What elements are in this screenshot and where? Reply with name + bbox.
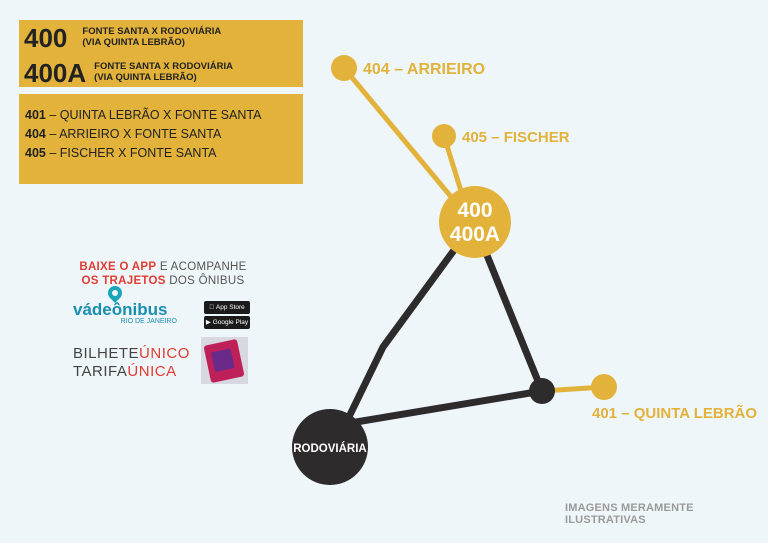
promo-highlight: BAIXE O APP: [79, 261, 157, 273]
route-number: 400A: [24, 58, 87, 88]
rodoviaria-label: RODOVIÁRIA: [293, 442, 366, 455]
google-play-badge[interactable]: ▶ Google Play: [204, 316, 250, 329]
disclaimer-text: IMAGENS MERAMENTE ILUSTRATIVAS: [565, 502, 694, 526]
line-description: – QUINTA LEBRÃO X FONTE SANTA: [45, 108, 262, 122]
route-desc-line1: FONTE SANTA X RODOVIÁRIA: [82, 26, 222, 38]
stop-405-dot: [432, 124, 456, 148]
line-number: 405: [25, 146, 46, 160]
route-desc-line2: (VIA QUINTA LEBRÃO): [94, 72, 197, 83]
tarifa-highlight: ÚNICA: [127, 363, 177, 380]
rodoviaria-circle: [292, 409, 368, 485]
apple-icon: : [209, 304, 214, 311]
legend-main-routes: 400 FONTE SANTA X RODOVIÁRIA (VIA QUINTA…: [19, 20, 303, 87]
line-description: – ARRIEIRO X FONTE SANTA: [45, 127, 222, 141]
tarifa-text: TARIFA: [73, 363, 128, 380]
line-description: – FISCHER X FONTE SANTA: [45, 146, 217, 160]
card-graphic: [203, 338, 245, 384]
bilhete-highlight: ÚNICO: [139, 345, 190, 362]
stop-401-dot: [591, 374, 617, 400]
route-hub-quinta: [478, 241, 546, 393]
legend-line-405: 405 – FISCHER X FONTE SANTA: [25, 144, 303, 163]
stop-401-label: 401 – QUINTA LEBRÃO: [592, 404, 757, 422]
vadeonibus-logo[interactable]: vádeônibus RIO DE JANEIRO: [73, 300, 183, 325]
route-number: 400: [24, 23, 68, 53]
legend-route-400: 400 FONTE SANTA X RODOVIÁRIA (VIA QUINTA…: [24, 25, 221, 51]
app-subtitle: RIO DE JANEIRO: [120, 318, 177, 325]
promo-text: E ACOMPANHE: [156, 261, 247, 273]
app-promo-text: BAIXE O APP E ACOMPANHE OS TRAJETOS DOS …: [73, 260, 253, 288]
app-store-badge[interactable]:  App Store: [204, 301, 250, 314]
play-icon: ▶: [205, 319, 211, 326]
junction-quinta-dot: [529, 378, 555, 404]
route-hub-rodoviaria: [341, 239, 463, 427]
route-description: FONTE SANTA X RODOVIÁRIA (VIA QUINTA LEB…: [94, 61, 233, 84]
stop-404-dot: [331, 55, 357, 81]
route-description: FONTE SANTA X RODOVIÁRIA (VIA QUINTA LEB…: [82, 26, 222, 49]
hub-400-circle: [439, 186, 511, 258]
route-desc-line1: FONTE SANTA X RODOVIÁRIA: [94, 61, 233, 73]
legend-branch-routes: 401 – QUINTA LEBRÃO X FONTE SANTA 404 – …: [19, 94, 303, 184]
hub-label-400a: 400A: [450, 223, 500, 246]
line-number: 404: [25, 127, 46, 141]
route-quinta-rodoviaria: [349, 387, 543, 427]
legend-route-400a: 400A FONTE SANTA X RODOVIÁRIA (VIA QUINT…: [24, 60, 233, 86]
legend-line-401: 401 – QUINTA LEBRÃO X FONTE SANTA: [25, 106, 303, 125]
stop-405-label: 405 – FISCHER: [462, 129, 570, 146]
bilhete-card-image: [201, 337, 248, 384]
bilhete-unico-logo: BILHETEÚNICO TARIFAÚNICA: [73, 345, 190, 381]
stop-404-label: 404 – ARRIEIRO: [363, 61, 485, 78]
app-store-label: App Store: [212, 304, 245, 311]
promo-text: DOS ÔNIBUS: [165, 275, 245, 287]
bilhete-text: BILHETE: [73, 345, 140, 362]
route-desc-line2: (VIA QUINTA LEBRÃO): [82, 37, 185, 48]
legend-line-404: 404 – ARRIEIRO X FONTE SANTA: [25, 125, 303, 144]
app-name: vádeônibus: [73, 300, 168, 319]
google-play-label: Google Play: [212, 319, 249, 326]
promo-highlight: OS TRAJETOS: [81, 275, 166, 287]
hub-label-400: 400: [457, 199, 492, 222]
line-number: 401: [25, 108, 46, 122]
